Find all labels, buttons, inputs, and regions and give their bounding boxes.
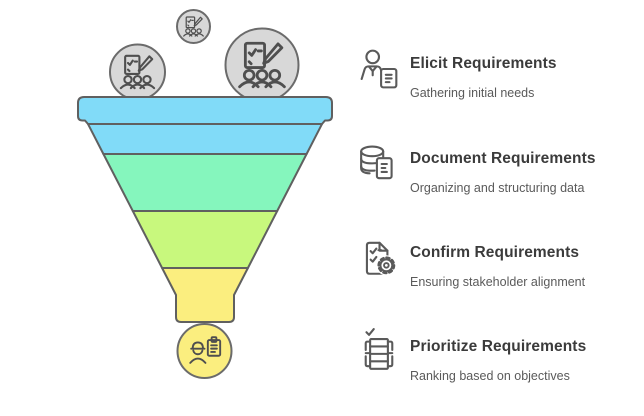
bubble-small: [176, 9, 211, 44]
step-confirm-requirements: Confirm Requirements Ensuring stakeholde…: [358, 237, 640, 290]
step-title: Document Requirements: [410, 150, 596, 167]
funnel-rim: [77, 96, 333, 125]
bubble-bottom: [176, 323, 233, 379]
bubble-left: [109, 43, 166, 101]
funnel-layer-confirm: [131, 210, 279, 269]
step-subtitle: Organizing and structuring data: [410, 181, 585, 195]
person-document-icon: [360, 49, 398, 89]
funnel-body: [77, 96, 333, 323]
bubble-large: [224, 27, 300, 103]
database-document-icon: [360, 145, 393, 180]
funnel-layer-elicit: [87, 123, 323, 155]
step-subtitle: Gathering initial needs: [410, 86, 535, 100]
step-title: Elicit Requirements: [410, 55, 557, 72]
step-prioritize-requirements: Prioritize Requirements Ranking based on…: [358, 328, 640, 384]
funnel-layer-prioritize: [161, 267, 249, 323]
funnel-top-bubbles: [109, 9, 300, 103]
funnel-layer-document: [102, 153, 308, 212]
step-elicit-requirements: Elicit Requirements Gathering initial ne…: [358, 48, 640, 101]
step-title: Prioritize Requirements: [410, 338, 587, 355]
step-document-requirements: Document Requirements Organizing and str…: [358, 143, 640, 196]
step-title: Confirm Requirements: [410, 244, 580, 261]
step-subtitle: Ranking based on objectives: [410, 369, 570, 383]
funnel-diagram: [77, 9, 333, 379]
document-gear-icon: [365, 241, 397, 276]
step-subtitle: Ensuring stakeholder alignment: [410, 275, 586, 289]
stack-check-icon: [364, 328, 394, 370]
